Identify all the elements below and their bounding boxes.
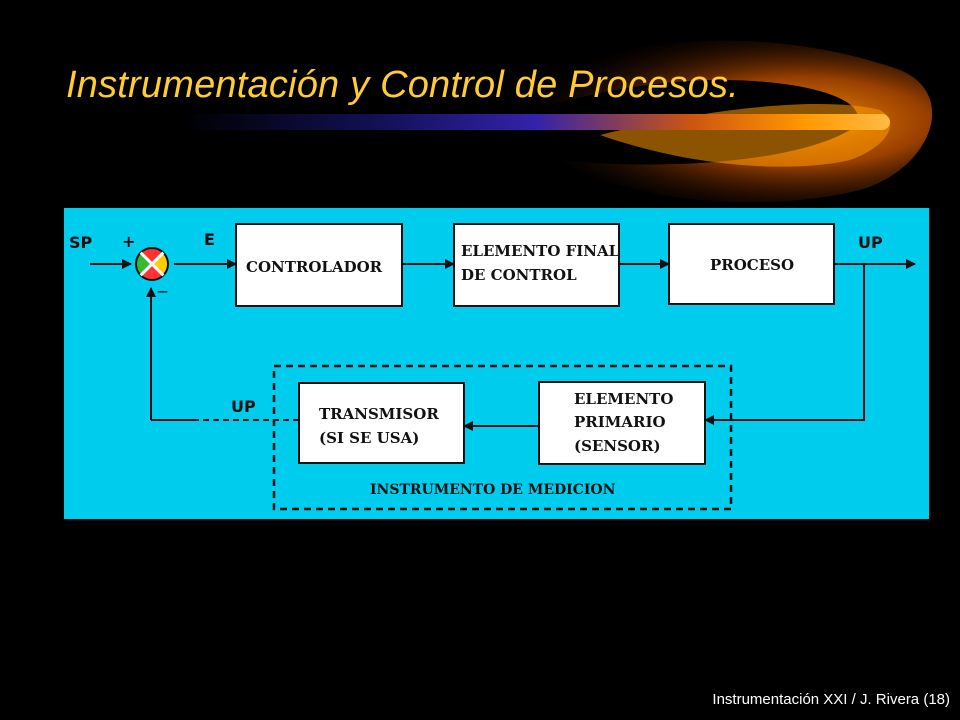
- slide-title: Instrumentación y Control de Procesos.: [66, 64, 739, 106]
- output-to-sensor-line: [704, 264, 865, 425]
- slide-footer: Instrumentación XXI / J. Rivera (18): [712, 691, 950, 708]
- plus-sign-label: +: [122, 232, 135, 251]
- final-element-label-line2: DE CONTROL: [461, 266, 577, 284]
- process-block-label: PROCESO: [710, 256, 794, 274]
- final-element-label-line1: ELEMENTO FINAL: [461, 242, 620, 260]
- controller-block-label: CONTROLADOR: [246, 258, 383, 276]
- summing-junction-bottom-segment: [140, 264, 164, 280]
- title-swoosh-decoration: [100, 40, 960, 203]
- error-label: E: [204, 230, 215, 249]
- primary-element-label-line3: (SENSOR): [574, 437, 661, 455]
- control-loop-diagram: SP + — E UP UP CONTROLADOR ELEMENTO FINA…: [64, 208, 929, 519]
- measurement-instrument-group: [272, 364, 733, 511]
- primary-element-label-line2: PRIMARIO: [574, 413, 666, 431]
- primary-element-block: ELEMENTO PRIMARIO (SENSOR): [538, 381, 706, 465]
- output-label: UP: [858, 233, 883, 252]
- summing-junction-top-segment: [140, 248, 164, 264]
- setpoint-label: SP: [69, 233, 93, 252]
- final-control-element-block: ELEMENTO FINAL DE CONTROL: [453, 223, 620, 307]
- controller-block: CONTROLADOR: [235, 223, 403, 307]
- feedback-signal-label: UP: [231, 397, 256, 416]
- transmitter-block: TRANSMISOR (SI SE USA): [298, 382, 465, 464]
- minus-sign-label: —: [157, 285, 168, 298]
- primary-element-label-line1: ELEMENTO: [574, 390, 673, 408]
- transmitter-label-line2: (SI SE USA): [319, 429, 419, 447]
- process-block: PROCESO: [668, 223, 835, 305]
- measurement-instrument-label: INSTRUMENTO DE MEDICION: [370, 482, 616, 498]
- summing-junction: [135, 247, 169, 281]
- summing-junction-left-segment: [136, 252, 152, 276]
- summing-junction-right-segment: [152, 252, 168, 276]
- transmitter-label-line1: TRANSMISOR: [319, 405, 439, 423]
